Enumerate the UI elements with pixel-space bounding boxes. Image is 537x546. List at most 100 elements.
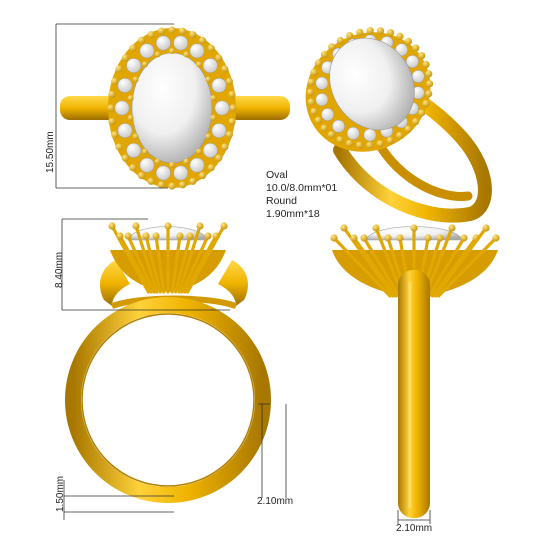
- halo-stone: [202, 142, 218, 158]
- halo-bead: [396, 32, 404, 40]
- halo-stone: [405, 55, 419, 68]
- halo-bead: [178, 27, 187, 35]
- halo-bead: [115, 143, 123, 151]
- halo-bead: [310, 68, 318, 76]
- halo-stone: [139, 43, 155, 59]
- halo-stone: [332, 119, 345, 133]
- halo-bead: [355, 141, 364, 149]
- prong-wire: [427, 236, 466, 298]
- halo-bead: [320, 124, 328, 132]
- top-prongs: [127, 48, 217, 168]
- front-shoulder-left: [100, 260, 130, 306]
- halo-bead: [346, 32, 354, 40]
- halo-stone: [363, 128, 377, 142]
- prong-tip: [205, 133, 212, 140]
- halo-bead: [198, 171, 207, 180]
- halo-bead: [215, 154, 223, 162]
- halo-bead: [307, 78, 315, 86]
- halo-bead: [425, 90, 433, 98]
- prong-tip: [360, 234, 368, 242]
- halo-bead: [310, 107, 318, 116]
- halo-stone: [189, 43, 205, 59]
- prong-tip: [330, 234, 338, 242]
- prong-tip: [154, 158, 161, 165]
- prong-wire: [362, 236, 401, 298]
- halo-bead: [157, 181, 166, 189]
- prong-tip: [186, 232, 194, 240]
- prong-tip: [396, 234, 404, 242]
- prong-tip: [183, 158, 190, 165]
- prong-wire: [174, 234, 192, 294]
- prong-tip: [116, 232, 124, 240]
- dim-label-head-length: 15.50mm: [45, 131, 56, 173]
- halo-bead: [327, 131, 336, 139]
- prong-wire: [180, 234, 210, 294]
- halo-bead: [376, 27, 385, 35]
- halo-bead: [404, 37, 413, 45]
- side-view: [330, 224, 500, 518]
- stone-spec: Oval 10.0/8.0mm*01 Round 1.90mm*18: [266, 169, 337, 220]
- halo-bead: [137, 171, 146, 180]
- halo-bead: [345, 139, 354, 147]
- halo-stone: [117, 77, 133, 93]
- persp-shank: [333, 93, 492, 223]
- halo-bead: [426, 80, 434, 88]
- prong-tip: [340, 224, 348, 232]
- halo-stone: [114, 100, 130, 116]
- prong-wire: [170, 234, 182, 294]
- halo-bead: [422, 60, 430, 69]
- halo-bead: [207, 164, 215, 172]
- halo-bead: [366, 141, 374, 149]
- prong-tip: [132, 76, 139, 83]
- halo-bead: [412, 44, 420, 52]
- prong-tip: [152, 232, 160, 240]
- halo-bead: [386, 136, 394, 144]
- halo-bead: [306, 88, 314, 96]
- halo-bead: [121, 54, 129, 62]
- halo-bead: [168, 26, 176, 34]
- prong-tip: [127, 95, 134, 102]
- prong-wire: [352, 236, 398, 298]
- prong-tip: [436, 234, 444, 242]
- prong-tip: [210, 95, 217, 102]
- dimension-shank-thickness-front: 2.10mm: [257, 403, 293, 507]
- halo-stone: [155, 165, 171, 181]
- prong-wire: [186, 224, 226, 294]
- halo-stone: [315, 93, 329, 107]
- dim-label-shank-width-side: 2.10mm: [396, 523, 432, 534]
- halo-bead: [115, 65, 123, 73]
- halo-bead: [336, 36, 344, 45]
- halo-stone: [126, 58, 142, 74]
- front-prongs: [108, 222, 228, 294]
- spec-center-size: 10.0/8.0mm*01: [266, 182, 337, 194]
- halo-bead: [320, 50, 329, 59]
- halo-bead: [215, 54, 223, 62]
- top-center-stone: [131, 52, 213, 164]
- dimension-head-height: 8.40mm: [54, 218, 230, 311]
- prong-wire: [431, 236, 478, 298]
- dimension-head-length: 15.50mm: [45, 23, 174, 189]
- halo-stone: [117, 123, 133, 139]
- halo-stone: [173, 165, 189, 181]
- prong-wire: [183, 234, 218, 294]
- prong-tip: [482, 224, 490, 232]
- prong-tip: [205, 76, 212, 83]
- halo-bead: [307, 98, 315, 106]
- top-halo: [107, 26, 237, 190]
- halo-bead: [328, 43, 336, 51]
- halo-bead: [425, 70, 433, 78]
- halo-stone: [126, 142, 142, 158]
- spec-side-shape: Round: [266, 195, 297, 207]
- prong-tip: [176, 232, 184, 240]
- front-shank: [65, 297, 271, 503]
- halo-stone: [173, 35, 189, 51]
- halo-bead: [411, 117, 420, 126]
- halo-bead: [225, 131, 233, 139]
- halo-bead: [386, 29, 395, 37]
- halo-bead: [356, 28, 364, 36]
- prong-tip: [142, 148, 149, 155]
- prong-tip: [124, 232, 132, 240]
- dimension-shank-width-side: 2.10mm: [396, 510, 432, 534]
- prong-tip: [204, 232, 212, 240]
